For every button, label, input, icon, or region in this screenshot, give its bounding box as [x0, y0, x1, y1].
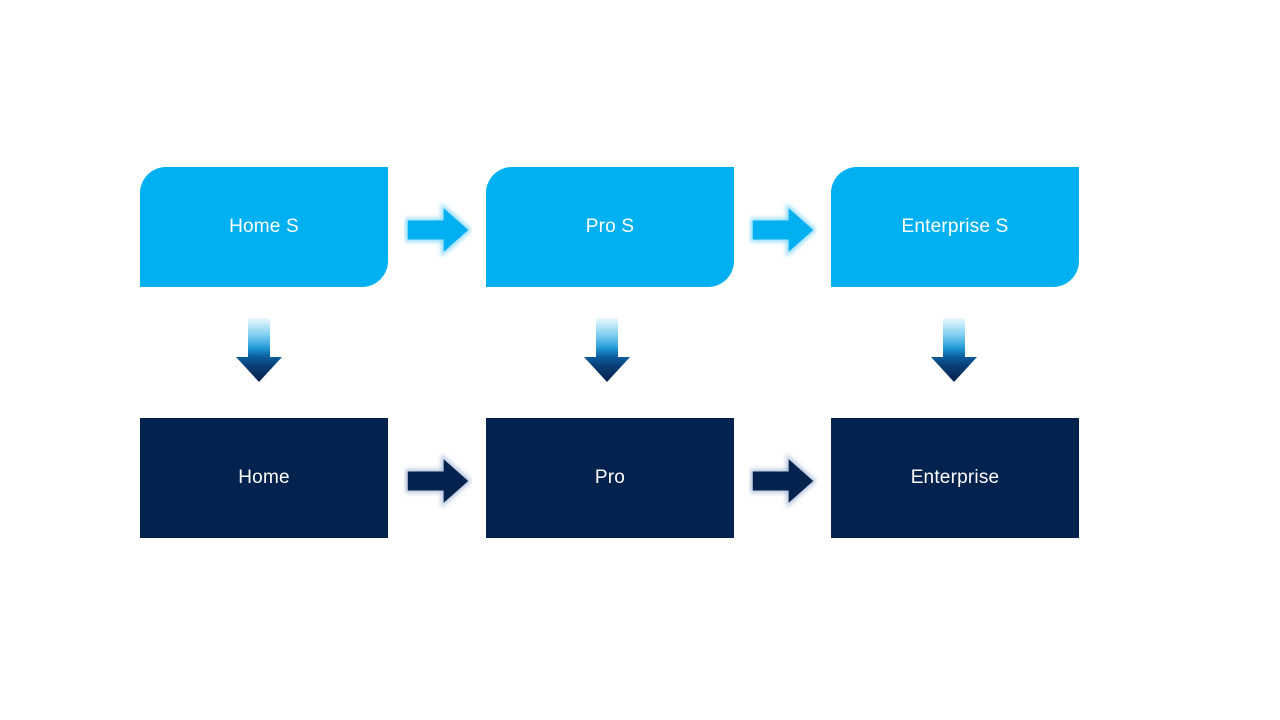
right-arrow-icon	[405, 454, 472, 508]
box-pro: Pro	[486, 418, 734, 538]
right-arrow-icon	[750, 203, 817, 257]
box-home-label: Home	[238, 467, 290, 488]
down-arrow-icon	[584, 318, 630, 382]
down-arrow-icon	[931, 318, 977, 382]
right-arrow-icon	[750, 454, 817, 508]
right-arrow-icon	[405, 203, 472, 257]
box-enterprise-s: Enterprise S	[831, 167, 1079, 287]
box-enterprise-label: Enterprise	[910, 467, 1000, 488]
box-enterprise-s-label: Enterprise S	[901, 216, 1009, 237]
box-home: Home	[140, 418, 388, 538]
box-home-s: Home S	[140, 167, 388, 287]
box-home-s-label: Home S	[229, 216, 299, 237]
down-arrow-icon	[236, 318, 282, 382]
box-pro-s-label: Pro S	[585, 216, 635, 237]
box-pro-s: Pro S	[486, 167, 734, 287]
box-enterprise: Enterprise	[831, 418, 1079, 538]
box-pro-label: Pro	[594, 467, 626, 488]
